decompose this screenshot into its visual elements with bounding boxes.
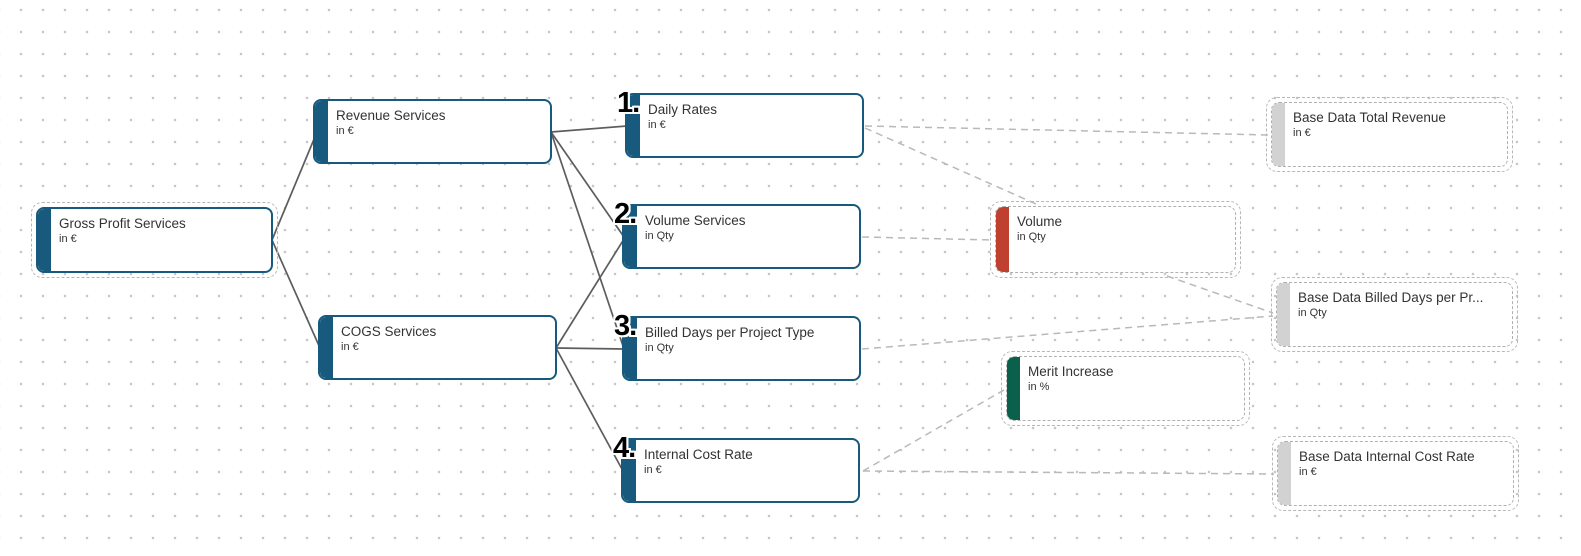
node-unit: in € [336,125,354,137]
node-order-number-3: 3. [614,310,637,342]
node-unit: in Qty [1298,307,1327,319]
accent-bar-blue [623,440,636,501]
accent-bar-green [1007,357,1020,420]
node-unit: in Qty [645,342,674,354]
edge-internal-cost-rate-merit-increase [862,389,1005,472]
edge-daily-rates-volume [864,127,1037,205]
node-cogs-services[interactable]: COGS Services in € [313,310,562,385]
edge-gross-profit-cogs [271,239,321,349]
node-revenue-services[interactable]: Revenue Services in € [308,94,557,169]
node-title: Volume [1017,214,1063,229]
node-title: Base Data Billed Days per Pr... [1298,290,1484,305]
node-title: Volume Services [645,213,746,228]
node-order-number-1: 1. [617,87,640,119]
node-title: Billed Days per Project Type [645,325,815,340]
accent-bar-blue [627,95,640,156]
edge-revenue-billed-days [550,131,625,350]
node-unit: in Qty [1017,231,1046,243]
node-unit: in Qty [645,230,674,242]
node-unit: in € [644,464,662,476]
node-title: Base Data Total Revenue [1293,110,1446,125]
edge-revenue-volume-services [550,131,625,238]
node-unit: in € [1299,466,1317,478]
accent-bar-gray [1278,442,1291,505]
node-base-data-internal-cost-rate[interactable]: Base Data Internal Cost Rate in € [1272,436,1519,511]
node-title: COGS Services [341,324,437,339]
edge-volume-base-billed-days [1166,275,1274,314]
node-volume-reference[interactable]: Volume in Qty [990,201,1241,278]
edge-daily-rates-base-total-revenue [864,125,1270,136]
node-title: Gross Profit Services [59,216,186,231]
accent-bar-gray [1272,103,1285,166]
accent-bar-blue [315,101,328,162]
node-order-number-4: 4. [613,432,636,464]
node-merit-increase[interactable]: Merit Increase in % [1001,351,1250,426]
edge-cogs-volume-services [555,238,625,349]
edge-volume-services-volume [861,236,994,241]
node-unit: in € [648,119,666,131]
node-unit: in € [59,233,77,245]
node-title: Merit Increase [1028,364,1114,379]
node-title: Base Data Internal Cost Rate [1299,449,1475,464]
node-volume-services[interactable]: Volume Services in Qty [617,199,866,274]
node-daily-rates[interactable]: Daily Rates in € [620,88,869,163]
node-title: Internal Cost Rate [644,447,753,462]
node-unit: in % [1028,381,1050,393]
edge-billed-days-base-billed-days [861,315,1274,350]
node-base-data-billed-days[interactable]: Base Data Billed Days per Pr... in Qty [1271,277,1518,352]
edge-internal-cost-rate-base-internal-cost [862,470,1275,475]
edge-gross-profit-revenue [271,131,318,241]
accent-bar-gray [1277,283,1290,346]
node-base-data-total-revenue[interactable]: Base Data Total Revenue in € [1266,97,1513,172]
node-unit: in € [341,341,359,353]
edge-cogs-billed-days [555,347,625,350]
accent-bar-blue [320,317,333,378]
node-order-number-2: 2. [614,198,637,230]
node-billed-days-per-project-type[interactable]: Billed Days per Project Type in Qty [617,311,866,386]
node-unit: in € [1293,127,1311,139]
accent-bar-blue [38,209,51,271]
edge-cogs-internal-cost-rate [555,347,624,472]
edge-revenue-daily-rates [550,125,628,133]
accent-bar-red [996,207,1009,272]
accent-bar-blue [624,206,637,267]
node-internal-cost-rate[interactable]: Internal Cost Rate in € [616,433,865,508]
node-title: Daily Rates [648,102,718,117]
node-title: Revenue Services [336,108,446,123]
accent-bar-blue [624,318,637,379]
node-gross-profit-services[interactable]: Gross Profit Services in € [31,202,278,278]
